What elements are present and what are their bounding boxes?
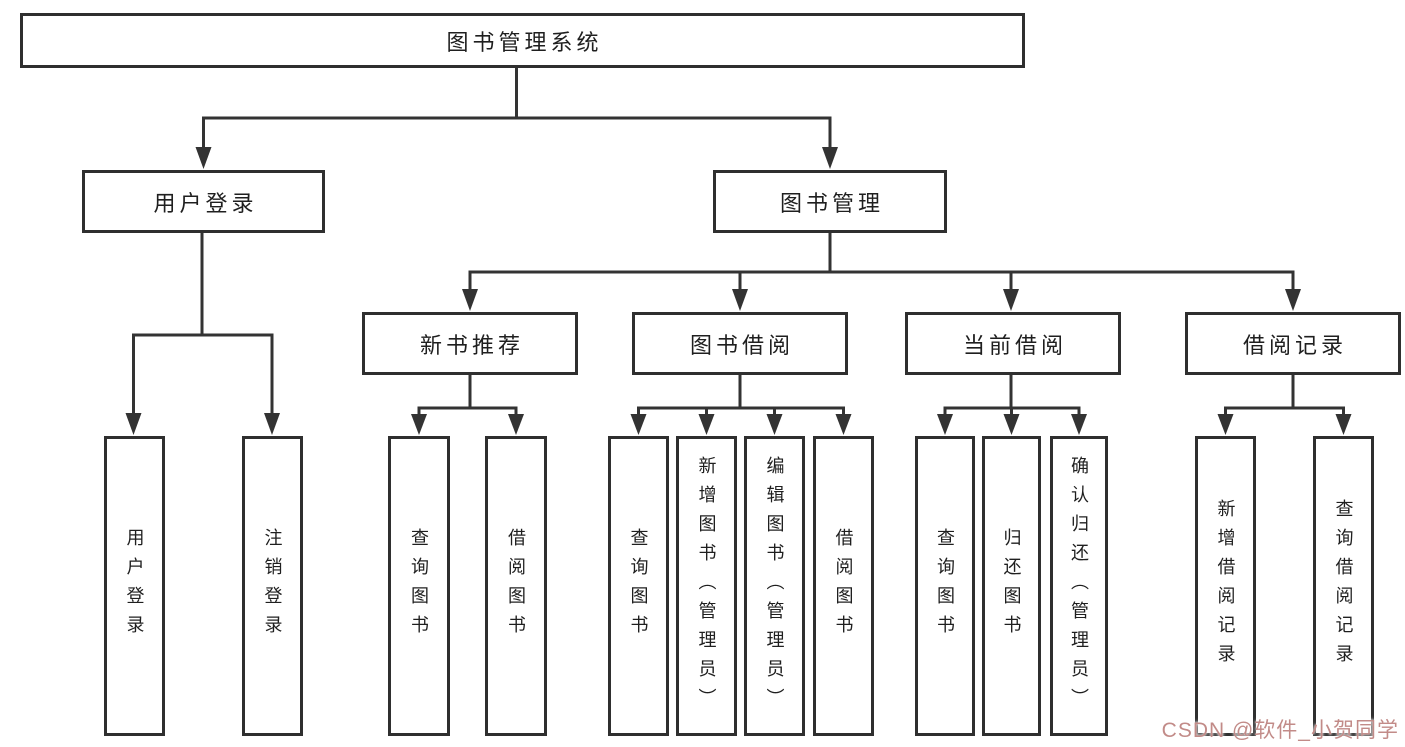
arrowhead	[1217, 414, 1234, 435]
node-borrowing-records: 借阅记录	[1185, 312, 1401, 375]
arrowhead	[411, 414, 427, 435]
arrowhead	[1003, 414, 1020, 435]
arrowhead	[264, 413, 280, 435]
leaf-label: 用户登录	[124, 528, 145, 644]
arrowhead	[1335, 414, 1352, 435]
node-current-borrowing: 当前借阅	[905, 312, 1121, 375]
arrowhead	[766, 414, 783, 435]
arrowhead	[125, 413, 142, 435]
leaf-label: 编辑图书（管理员）	[764, 455, 785, 717]
node-book-management: 图书管理	[713, 170, 947, 233]
arrowhead	[698, 414, 715, 435]
leaf-logout: 注销登录	[242, 436, 303, 736]
node-label: 借阅记录	[1242, 332, 1347, 358]
arrowhead	[835, 414, 852, 435]
leaf-label: 借阅图书	[833, 528, 854, 644]
leaf-records-query-borrow-record: 查询借阅记录	[1313, 436, 1374, 736]
csdn-watermark: CSDN @软件_小贺同学	[1161, 719, 1399, 742]
leaf-label: 借阅图书	[506, 528, 526, 644]
leaf-current-return-books: 归还图书	[982, 436, 1041, 736]
arrowhead	[732, 289, 748, 311]
leaf-label: 确认归还（管理员）	[1069, 455, 1089, 717]
node-label: 当前借阅	[962, 332, 1067, 358]
arrowheads	[125, 147, 1352, 435]
node-label: 用户登录	[153, 190, 258, 216]
node-label: 新书推荐	[419, 332, 524, 358]
leaf-label: 归还图书	[1001, 528, 1022, 644]
leaf-label: 新增借阅记录	[1215, 499, 1236, 673]
node-label: 图书管理	[779, 190, 884, 216]
arrowhead	[508, 414, 524, 435]
leaf-borrow-borrow-books: 借阅图书	[813, 436, 874, 736]
arrowhead	[1003, 289, 1019, 311]
leaf-current-confirm-return-admin: 确认归还（管理员）	[1050, 436, 1108, 736]
leaf-user-login: 用户登录	[104, 436, 165, 736]
leaf-label: 查询图书	[628, 528, 649, 644]
leaf-label: 新增图书（管理员）	[696, 455, 717, 717]
node-new-book-recommendation: 新书推荐	[362, 312, 578, 375]
leaf-borrow-query-books: 查询图书	[608, 436, 669, 736]
arrowhead	[1285, 289, 1301, 311]
connector-lines	[132, 66, 1345, 416]
node-user-login: 用户登录	[82, 170, 325, 233]
arrowhead	[937, 414, 953, 435]
arrowhead	[822, 147, 838, 169]
leaf-recommend-query-books: 查询图书	[388, 436, 450, 736]
leaf-label: 注销登录	[262, 528, 283, 644]
node-label: 图书管理系统	[446, 29, 603, 55]
leaf-borrow-edit-books-admin: 编辑图书（管理员）	[744, 436, 805, 736]
node-label: 图书借阅	[689, 332, 794, 358]
arrowhead	[1071, 414, 1087, 435]
leaf-current-query-books: 查询图书	[915, 436, 975, 736]
leaf-label: 查询借阅记录	[1333, 499, 1354, 673]
arrowhead	[630, 414, 647, 435]
arrowhead	[462, 289, 478, 311]
leaf-label: 查询图书	[935, 528, 955, 644]
leaf-label: 查询图书	[409, 528, 429, 644]
node-book-management-system: 图书管理系统	[20, 13, 1025, 68]
leaf-borrow-add-books-admin: 新增图书（管理员）	[676, 436, 737, 736]
leaf-recommend-borrow-books: 借阅图书	[485, 436, 547, 736]
leaf-records-add-borrow-record: 新增借阅记录	[1195, 436, 1256, 736]
node-book-borrowing: 图书借阅	[632, 312, 848, 375]
arrowhead	[195, 147, 212, 169]
